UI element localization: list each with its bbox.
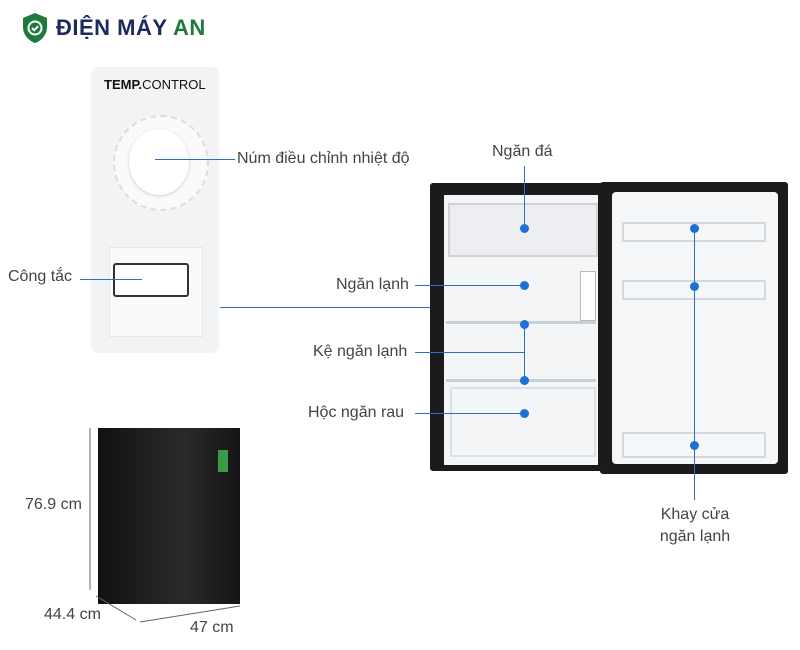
label-door-tray-line2: ngăn lạnh: [659, 528, 731, 545]
shield-check-icon: [23, 13, 47, 43]
label-freezer: Ngăn đá: [492, 143, 553, 160]
crisper-drawer: [450, 387, 596, 457]
leader-thermostat: [155, 159, 235, 160]
panel-title-bold: TEMP.: [104, 77, 143, 92]
leader-crisper: [415, 413, 524, 414]
leader-panel-location: [220, 307, 592, 308]
label-shelf: Kệ ngăn lạnh: [313, 343, 408, 360]
dimension-width: 47 cm: [190, 619, 234, 636]
leader-freezer: [524, 166, 525, 228]
panel-title-rest: CONTROL: [142, 77, 206, 92]
dot-freezer: [520, 224, 529, 233]
leader-shelf: [415, 352, 524, 353]
label-crisper: Hộc ngăn rau: [308, 404, 405, 421]
energy-label: [218, 450, 228, 472]
fridge-closed-image: [98, 428, 240, 604]
dot-fridge: [520, 281, 529, 290]
leader-door-trays: [694, 228, 695, 500]
width-dimension-line: [139, 605, 241, 623]
fridge-interior: [444, 195, 598, 465]
depth-dimension-line: [95, 595, 137, 621]
label-fridge: Ngăn lạnh: [336, 276, 409, 293]
dimension-depth: 44.4 cm: [44, 606, 101, 623]
temp-control-panel: TEMP.CONTROL: [91, 67, 219, 353]
panel-title: TEMP.CONTROL: [104, 77, 206, 92]
freezer-compartment: [448, 203, 598, 257]
dot-door-tray-2: [690, 282, 699, 291]
leader-switch: [80, 279, 142, 280]
dot-shelf-1: [520, 320, 529, 329]
brand-name-accent: AN: [172, 15, 206, 40]
leader-fridge: [415, 285, 524, 286]
leader-shelf-vertical: [524, 324, 525, 380]
label-switch: Công tắc: [8, 268, 73, 285]
label-door-tray-line1: Khay cửa: [660, 506, 730, 523]
brand-name-main: ĐIỆN MÁY: [56, 15, 168, 40]
brand-name: ĐIỆN MÁY AN: [56, 15, 206, 41]
thermostat-housing: [580, 271, 596, 321]
dot-door-tray-3: [690, 441, 699, 450]
label-thermostat: Núm điều chỉnh nhiệt độ: [237, 150, 410, 167]
dot-crisper: [520, 409, 529, 418]
dot-shelf-2: [520, 376, 529, 385]
power-switch: [113, 263, 189, 297]
brand-logo: ĐIỆN MÁY AN: [22, 12, 206, 44]
dot-door-tray-1: [690, 224, 699, 233]
label-door-tray: Khay cửa ngăn lạnh: [645, 504, 745, 548]
thermostat-knob: [129, 129, 189, 195]
dimension-height: 76.9 cm: [25, 496, 82, 513]
